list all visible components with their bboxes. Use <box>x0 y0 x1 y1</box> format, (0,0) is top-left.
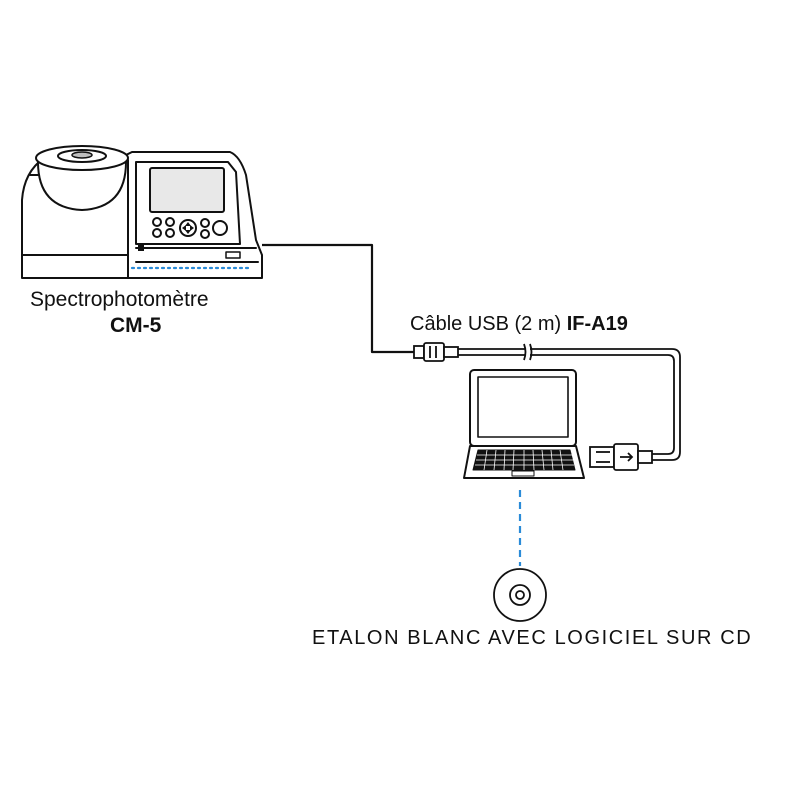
laptop-icon <box>463 369 585 479</box>
cd-label: ETALON BLANC AVEC LOGICIEL SUR CD <box>312 627 753 649</box>
spectrophotometer-model-label: CM-5 <box>110 314 162 337</box>
cable-wire-device-side <box>262 243 416 354</box>
usb-cable-label: Câble USB (2 m) IF-A19 <box>410 313 628 336</box>
spectrophotometer-label: Spectrophotomètre <box>30 288 209 311</box>
spectrophotometer-icon <box>21 145 263 279</box>
usb-cable-description: Câble USB (2 m) <box>410 313 562 335</box>
usb-a-plug-icon <box>589 443 653 471</box>
cable-wire-usb <box>458 343 681 461</box>
cd-icon <box>493 568 547 622</box>
usb-plug-icon <box>413 342 459 362</box>
usb-cable-model: IF-A19 <box>566 313 628 335</box>
